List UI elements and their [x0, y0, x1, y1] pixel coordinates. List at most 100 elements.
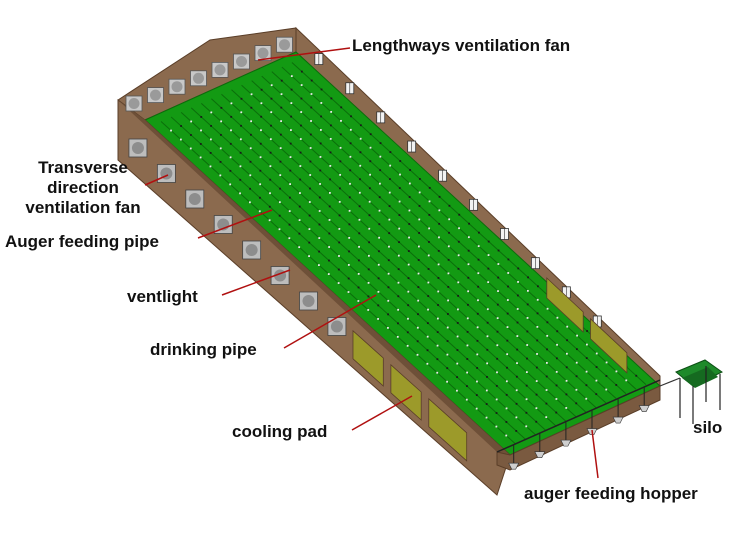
nipple-drinker	[437, 263, 440, 266]
nipple-drinker	[298, 205, 301, 208]
nipple-drinker	[328, 259, 330, 262]
nipple-drinker	[387, 326, 389, 329]
nipple-drinker	[535, 393, 538, 396]
nipple-drinker	[328, 232, 331, 235]
nipple-drinker	[466, 317, 469, 320]
nipple-drinker	[368, 241, 370, 244]
label-transverse-fan-line2: direction	[47, 178, 119, 197]
nipple-drinker	[436, 317, 439, 320]
nipple-drinker	[477, 299, 479, 302]
fan-blade	[245, 244, 258, 256]
nipple-drinker	[278, 201, 281, 204]
nipple-drinker	[466, 358, 469, 360]
nipple-drinker	[456, 362, 459, 365]
nipple-drinker	[387, 286, 390, 289]
nipple-drinker	[507, 258, 510, 261]
nipple-drinker	[546, 334, 549, 337]
nipple-drinker	[260, 115, 263, 118]
nipple-drinker	[406, 344, 409, 347]
nipple-drinker	[515, 389, 518, 392]
nipple-drinker	[468, 222, 470, 225]
nipple-drinker	[545, 389, 548, 391]
nipple-drinker	[437, 290, 440, 293]
nipple-drinker	[555, 411, 558, 414]
fan-blade	[171, 81, 183, 93]
nipple-drinker	[308, 201, 311, 203]
nipple-drinker	[299, 138, 302, 140]
nipple-drinker	[308, 214, 311, 217]
nipple-drinker	[466, 385, 468, 387]
nipple-drinker	[389, 164, 392, 167]
nipple-drinker	[575, 375, 578, 378]
nipple-drinker	[170, 129, 172, 132]
nipple-drinker	[329, 151, 332, 154]
nipple-drinker	[555, 357, 558, 360]
nipple-drinker	[377, 277, 380, 280]
nipple-drinker	[466, 330, 469, 333]
nipple-drinker	[408, 182, 411, 185]
nipple-drinker	[515, 430, 518, 432]
nipple-drinker	[475, 394, 478, 396]
nipple-drinker	[428, 241, 430, 243]
nipple-drinker	[358, 191, 361, 194]
nipple-drinker	[575, 402, 578, 405]
nipple-drinker	[427, 268, 430, 270]
nipple-drinker	[418, 232, 420, 234]
nipple-drinker	[487, 281, 490, 284]
nipple-drinker	[389, 178, 391, 180]
nipple-drinker	[615, 384, 618, 386]
nipple-drinker	[308, 228, 311, 230]
nipple-drinker	[536, 325, 539, 328]
nipple-drinker	[369, 173, 371, 176]
nipple-drinker	[585, 370, 588, 373]
nipple-drinker	[229, 142, 232, 145]
nipple-drinker	[250, 106, 253, 109]
nipple-drinker	[378, 236, 381, 239]
auger-feeding-pipe	[496, 379, 661, 453]
leader-auger-pipe	[197, 209, 273, 239]
nipple-drinker	[437, 277, 440, 279]
lengthways-fan-row	[125, 36, 293, 112]
nipple-drinker	[240, 111, 243, 114]
nipple-drinker	[526, 330, 529, 333]
nipple-drinker	[516, 362, 518, 365]
nipple-drinker	[310, 93, 313, 95]
fan-blade	[302, 295, 315, 307]
nipple-drinker	[378, 223, 381, 226]
nipple-drinker	[259, 196, 261, 199]
nipple-drinker	[457, 254, 460, 257]
nipple-drinker	[476, 380, 478, 383]
nipple-drinker	[388, 218, 391, 221]
nipple-drinker	[269, 138, 272, 141]
nipple-drinker	[359, 124, 362, 127]
nipple-drinker	[328, 219, 331, 221]
nipple-drinker	[359, 178, 361, 181]
nipple-drinker	[497, 290, 499, 292]
nipple-drinker	[446, 353, 449, 356]
nipple-drinker	[189, 147, 192, 150]
nipple-drinker	[339, 146, 342, 149]
nipple-drinker	[536, 312, 539, 315]
nipple-drinker	[525, 384, 528, 387]
nipple-drinker	[319, 183, 321, 185]
nipple-drinker	[407, 317, 409, 320]
nipple-drinker	[378, 250, 380, 253]
nipple-drinker	[516, 335, 519, 337]
nipple-drinker	[486, 335, 489, 338]
cooling-pad-panel	[390, 363, 422, 421]
nipple-drinker	[289, 169, 292, 172]
nipple-drinker	[525, 398, 528, 401]
nipple-drinker	[397, 295, 400, 298]
nipple-drinker	[487, 254, 490, 256]
nipple-drinker	[270, 97, 273, 100]
nipple-drinker	[347, 291, 350, 293]
nipple-drinker	[408, 209, 411, 212]
nipple-drinker	[249, 201, 251, 204]
nipple-drinker	[428, 214, 431, 216]
nipple-drinker	[397, 322, 399, 325]
nipple-drinker	[476, 339, 479, 342]
nipple-drinker	[566, 339, 568, 342]
nipple-drinker	[397, 268, 400, 271]
